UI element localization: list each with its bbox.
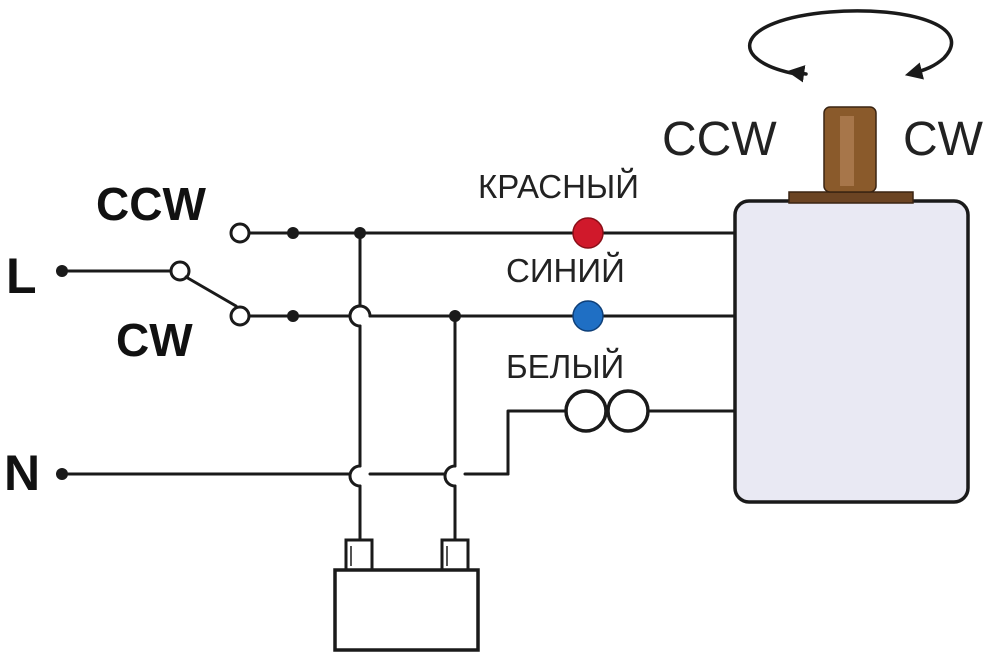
switch-common-contact <box>169 260 191 282</box>
capacitor-icon <box>333 538 480 652</box>
neutral-wire <box>56 409 737 480</box>
junction-dot <box>287 310 299 322</box>
motor <box>733 106 970 504</box>
line-live-label: L <box>6 248 37 304</box>
direction-switch <box>56 222 251 327</box>
shaft-highlight <box>840 116 854 186</box>
switch-cw-contact <box>229 305 251 327</box>
red-wire-indicator <box>572 217 604 249</box>
coil-icon <box>564 389 650 433</box>
line-neutral-label: N <box>4 445 40 501</box>
switch-ccw-label: CCW <box>96 178 206 230</box>
blue-wire-indicator <box>572 300 604 332</box>
motor-body <box>733 199 970 504</box>
capacitor-wire-right <box>443 314 457 542</box>
red-wire-label: КРАСНЫЙ <box>478 168 639 205</box>
motor-flange <box>788 191 914 204</box>
red-wire <box>247 227 737 239</box>
switch-ccw-contact <box>229 222 251 244</box>
blue-wire-label: СИНИЙ <box>506 252 625 289</box>
white-wire-label: БЕЛЫЙ <box>506 348 624 385</box>
capacitor-wire-left <box>348 231 362 542</box>
switch-cw-label: CW <box>116 314 193 366</box>
blue-wire <box>247 304 737 322</box>
junction-dot <box>287 227 299 239</box>
motor-ccw-label: CCW <box>662 113 777 166</box>
motor-cw-label: CW <box>903 113 984 166</box>
switch-lever <box>184 275 238 308</box>
rotation-arrows-icon <box>748 9 954 83</box>
